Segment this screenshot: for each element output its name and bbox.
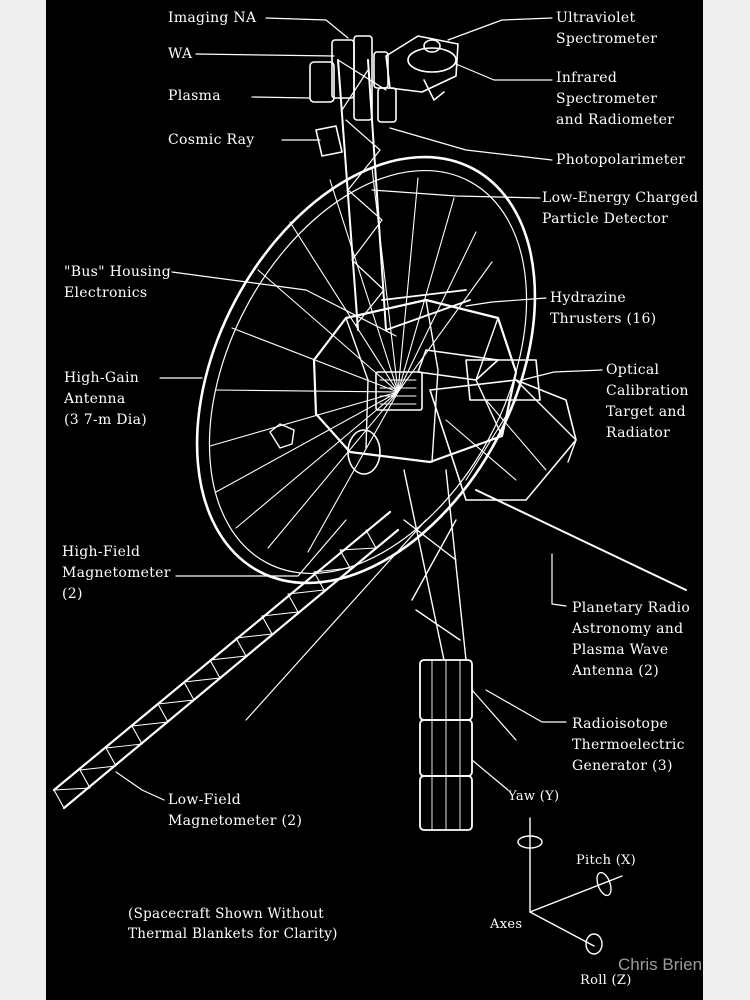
label-imaging-na: Imaging NA bbox=[168, 10, 257, 26]
clarity-note: (Spacecraft Shown Without Thermal Blanke… bbox=[128, 906, 338, 942]
label-planetary-radio-astronomy: Planetary Radio Astronomy and Plasma Wav… bbox=[572, 600, 691, 679]
label-ultraviolet-spectrometer: Ultraviolet Spectrometer bbox=[556, 10, 658, 47]
axes-diagram bbox=[517, 817, 623, 955]
high-gain-antenna-dish bbox=[195, 155, 537, 585]
axis-label-pitch: Pitch (X) bbox=[576, 853, 637, 868]
optical-calibration-frame bbox=[429, 359, 577, 501]
label-bus-housing: "Bus" Housing Electronics bbox=[64, 264, 172, 301]
label-photopolarimeter: Photopolarimeter bbox=[556, 152, 686, 168]
label-infrared-spectrometer: Infrared Spectrometer and Radiometer bbox=[556, 70, 675, 128]
scan-platform bbox=[309, 35, 459, 157]
spacecraft-drawing bbox=[52, 17, 687, 955]
label-plasma: Plasma bbox=[168, 88, 221, 104]
axis-label-roll: Roll (Z) bbox=[580, 973, 632, 988]
magnetometer-boom bbox=[52, 510, 400, 810]
label-wa: WA bbox=[168, 46, 193, 62]
planetary-radio-antenna bbox=[245, 489, 687, 721]
label-cosmic-ray: Cosmic Ray bbox=[168, 132, 255, 148]
watermark: Chris Brien bbox=[618, 955, 703, 974]
label-optical-calibration-target: Optical Calibration Target and Radiator bbox=[606, 362, 689, 441]
axes-title: Axes bbox=[490, 917, 523, 932]
leader-lines bbox=[115, 17, 603, 801]
axis-label-yaw: Yaw (Y) bbox=[508, 789, 560, 804]
label-low-energy-charged-particle-detector: Low-Energy Charged Particle Detector bbox=[542, 190, 699, 227]
label-radioisotope-thermoelectric-generator: Radioisotope Thermoelectric Generator (3… bbox=[572, 716, 685, 774]
label-high-field-magnetometer: High-Field Magnetometer (2) bbox=[62, 544, 171, 602]
label-hydrazine-thrusters: Hydrazine Thrusters (16) bbox=[550, 290, 657, 327]
label-high-gain-antenna: High-Gain Antenna (3 7-m Dia) bbox=[64, 370, 147, 428]
bus-housing bbox=[312, 298, 518, 475]
rtg-boom bbox=[403, 469, 517, 831]
diagram-canvas: Imaging NA WA Plasma Cosmic Ray Ultravio… bbox=[46, 0, 703, 1000]
science-boom bbox=[337, 59, 471, 331]
label-low-field-magnetometer: Low-Field Magnetometer (2) bbox=[168, 792, 303, 829]
